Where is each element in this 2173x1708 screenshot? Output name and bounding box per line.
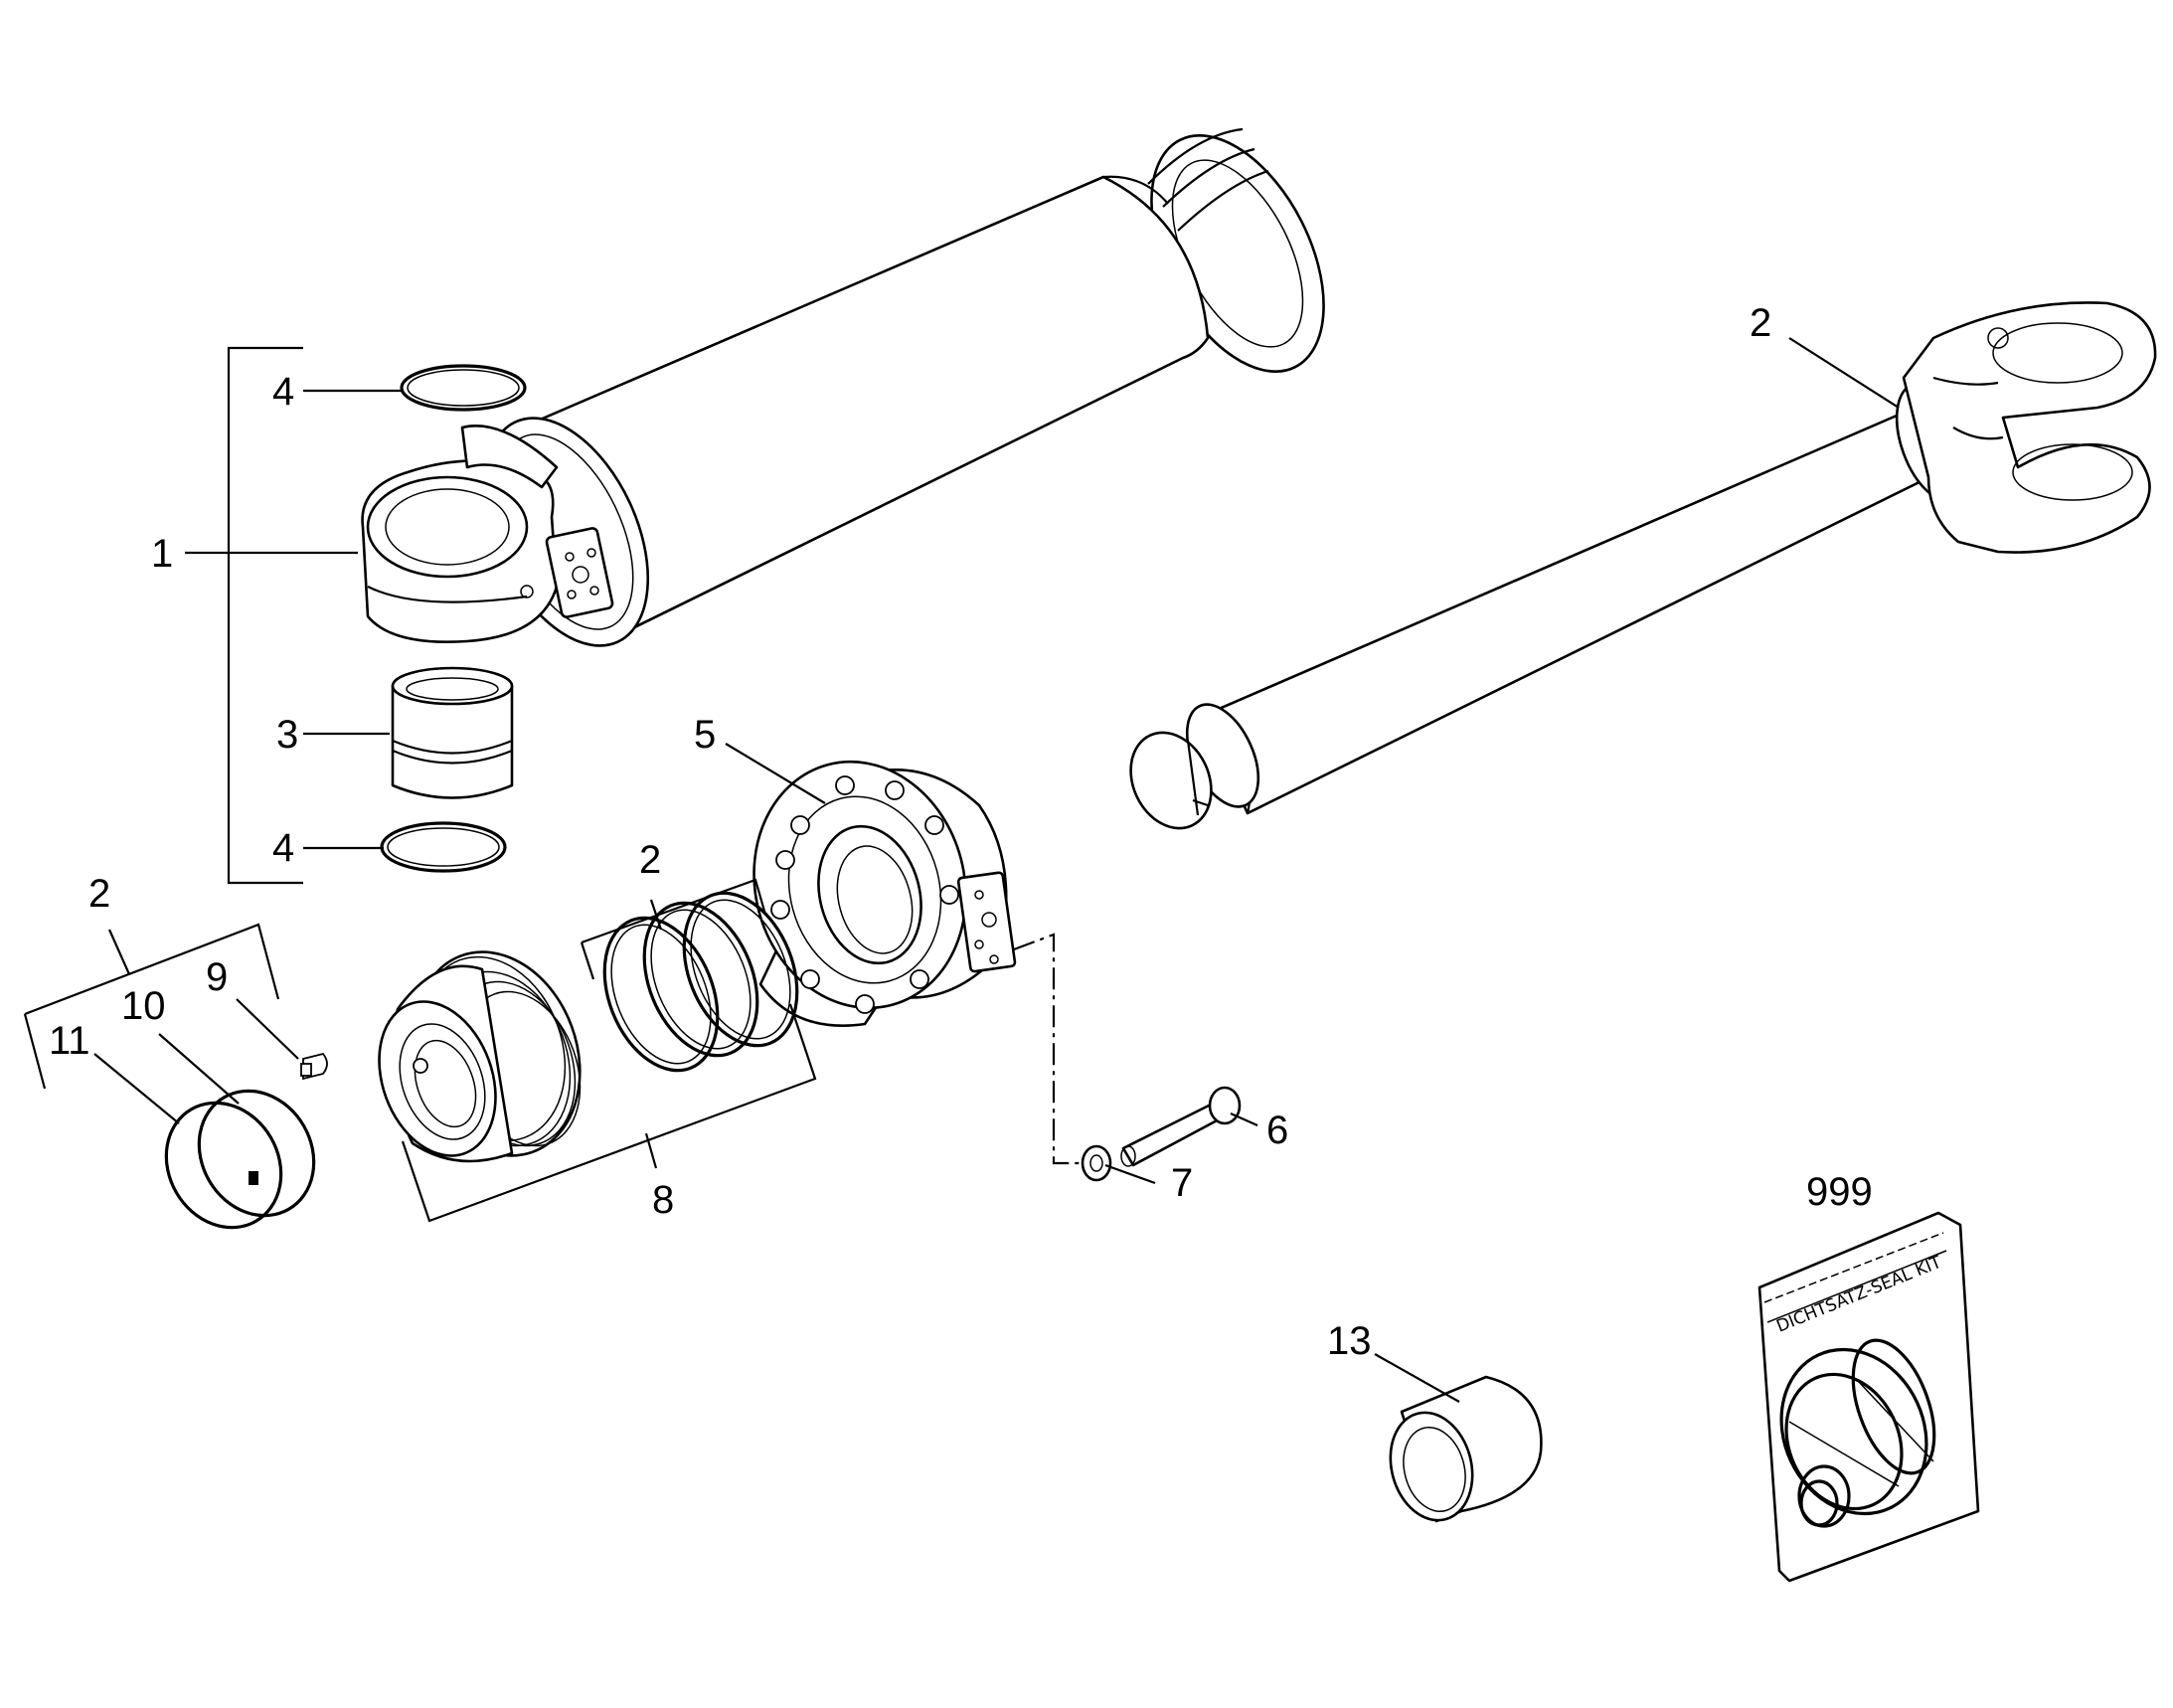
- callout-9: 9: [206, 955, 228, 999]
- screw-and-washer: [1013, 933, 1242, 1182]
- callout-999: 999: [1806, 1170, 1873, 1214]
- callout-3: 3: [276, 713, 298, 757]
- callout-13: 13: [1327, 1319, 1372, 1363]
- o-ring-top: [400, 364, 527, 412]
- callout-2-snap-group: 2: [88, 872, 110, 916]
- gland-head: [752, 760, 1017, 1027]
- seal-kit-bag: DICHTSATZ-SEAL KIT: [1757, 1211, 1980, 1583]
- callout-4-bottom: 4: [272, 826, 294, 870]
- cylinder-barrel: [361, 127, 1325, 647]
- callout-4-top: 4: [272, 370, 294, 414]
- callout-labels: 1 2 2 2 3 4 4 5 6 7 8 9 10 11 13 999: [49, 301, 1873, 1363]
- piston-rod: [1129, 301, 2157, 830]
- snap-ring-group: [164, 1052, 328, 1230]
- callout-1: 1: [151, 532, 173, 576]
- callout-10: 10: [121, 984, 166, 1028]
- bushing: [391, 666, 514, 799]
- callout-6: 6: [1266, 1109, 1288, 1152]
- leader-lines: [23, 337, 1900, 1403]
- o-ring-bottom: [380, 821, 507, 873]
- callout-5: 5: [694, 713, 716, 757]
- piston: [378, 950, 582, 1163]
- bearing-sleeve: [1389, 1375, 1543, 1523]
- callout-7: 7: [1171, 1161, 1193, 1205]
- callout-11: 11: [49, 1019, 90, 1063]
- callout-2-piston-rings: 2: [639, 838, 661, 882]
- callout-2-rod: 2: [1750, 301, 1771, 345]
- callout-8: 8: [652, 1178, 674, 1222]
